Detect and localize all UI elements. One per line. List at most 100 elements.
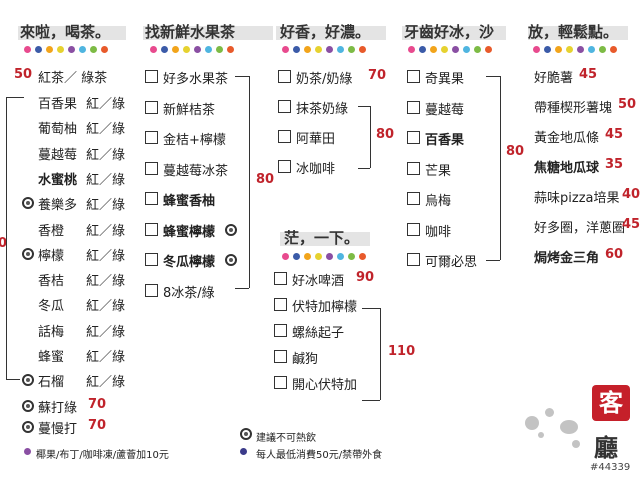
fruit-tea-item: 冬瓜檸檬 xyxy=(163,255,216,270)
color-dot xyxy=(326,253,333,260)
snack-item: 好多圈，洋蔥圈 xyxy=(534,221,626,236)
tea-row-name: 蔓越莓 xyxy=(38,147,78,163)
checkbox[interactable] xyxy=(407,253,420,266)
checkbox[interactable] xyxy=(407,222,420,236)
ring-icon xyxy=(22,400,34,412)
snack-item: 帶種楔形薯塊 xyxy=(534,101,613,116)
snack-item: 焗烤金三角 xyxy=(534,251,600,266)
section-title-alcohol: 茫，一下。 xyxy=(284,229,360,247)
color-dot xyxy=(555,46,562,53)
checkbox[interactable] xyxy=(278,130,291,143)
checkbox[interactable] xyxy=(274,350,287,363)
fruit-tea-item: 8冰茶/綠 xyxy=(163,285,215,301)
snack-price: 45 xyxy=(605,127,624,142)
color-dot xyxy=(150,46,157,53)
checkbox[interactable] xyxy=(407,70,420,83)
snack-item: 蒜味pizza培果 xyxy=(534,191,620,206)
color-dots xyxy=(408,46,492,53)
tea-extra-price: 70 xyxy=(88,397,107,412)
color-dot xyxy=(183,46,190,53)
color-dot xyxy=(326,46,333,53)
tea-row-options: 紅／綠 xyxy=(86,198,126,214)
checkbox[interactable] xyxy=(145,100,158,114)
checkbox[interactable] xyxy=(407,192,420,205)
color-dot xyxy=(101,46,108,53)
tea-row-name: 養樂多 xyxy=(38,198,78,214)
watermark: #44339 xyxy=(590,462,631,473)
tea-row-options: 紅／綠 xyxy=(86,223,126,239)
price-milk-group: 80 xyxy=(376,127,395,142)
price-alcohol-group: 110 xyxy=(388,344,416,359)
color-dot xyxy=(79,46,86,53)
color-dots xyxy=(282,46,366,53)
tea-row-options: 紅／綠 xyxy=(86,350,126,365)
checkbox[interactable] xyxy=(145,283,158,297)
tea-row-name: 百香果 xyxy=(38,97,78,112)
section-title-milk-tea: 好香，好濃。 xyxy=(280,23,371,41)
checkbox[interactable] xyxy=(145,192,158,205)
tea-row-name: 葡萄柚 xyxy=(38,122,78,138)
alcohol-item: 伏特加檸檬 xyxy=(292,300,358,315)
color-dot xyxy=(304,253,311,260)
tea-row-options: 紅／綠 xyxy=(86,274,126,290)
ring-icon xyxy=(240,428,252,440)
checkbox[interactable] xyxy=(145,253,158,266)
checkbox[interactable] xyxy=(145,222,158,236)
color-dot xyxy=(337,46,344,53)
milk-tea-price: 70 xyxy=(368,68,387,83)
color-dot xyxy=(293,253,300,260)
tea-row-options: 紅／綠 xyxy=(86,324,126,340)
checkbox[interactable] xyxy=(274,272,287,285)
color-dot xyxy=(68,46,75,53)
ring-icon xyxy=(225,254,237,266)
checkbox[interactable] xyxy=(274,376,287,389)
color-dot xyxy=(172,46,179,53)
footer-note-no-hot: 建議不可熱飲 xyxy=(256,433,316,444)
checkbox[interactable] xyxy=(145,70,158,83)
checkbox[interactable] xyxy=(278,100,291,113)
checkbox[interactable] xyxy=(407,100,420,114)
price-tea-base: 50 xyxy=(14,67,33,82)
footer-note-min-charge: 每人最低消費50元/禁帶外食 xyxy=(256,450,383,461)
alcohol-item: 開心伏特加 xyxy=(292,378,358,393)
brand-logo-ting: 廳 xyxy=(594,434,618,462)
color-dot xyxy=(599,46,606,53)
tea-row-name: 話梅 xyxy=(38,324,65,340)
color-dot xyxy=(293,46,300,53)
smoothie-item: 百香果 xyxy=(425,133,465,148)
tea-extra-name: 蔓慢打 xyxy=(38,422,78,437)
color-dot xyxy=(348,46,355,53)
snack-item: 焦糖地瓜球 xyxy=(534,161,600,176)
checkbox[interactable] xyxy=(274,298,287,311)
tea-row-name: 石榴 xyxy=(38,375,65,391)
color-dot xyxy=(205,46,212,53)
checkbox[interactable] xyxy=(278,70,291,83)
smoothie-item: 奇異果 xyxy=(425,72,465,87)
color-dot xyxy=(452,46,459,53)
snack-price: 45 xyxy=(622,217,640,232)
tea-row-name: 冬瓜 xyxy=(38,299,65,315)
color-dots xyxy=(533,46,617,53)
snack-price: 45 xyxy=(579,67,598,82)
checkbox[interactable] xyxy=(274,324,287,337)
checkbox[interactable] xyxy=(407,131,420,144)
tea-row-options: 紅／綠 xyxy=(86,97,126,112)
fruit-tea-item: 金桔+檸檬 xyxy=(163,133,226,148)
color-dot xyxy=(359,46,366,53)
fruit-tea-item: 新鮮桔茶 xyxy=(163,102,216,118)
color-dot xyxy=(441,46,448,53)
checkbox[interactable] xyxy=(407,161,420,175)
price-tea-mid: 0 xyxy=(0,236,8,251)
color-dot xyxy=(90,46,97,53)
snack-price: 35 xyxy=(605,157,624,172)
milk-tea-item: 阿華田 xyxy=(296,132,336,147)
color-dot xyxy=(408,46,415,53)
color-dot xyxy=(359,253,366,260)
snack-price: 60 xyxy=(605,247,624,262)
checkbox[interactable] xyxy=(278,160,291,173)
tea-row-options: 紅／綠 xyxy=(86,299,126,315)
color-dot xyxy=(227,46,234,53)
checkbox[interactable] xyxy=(145,161,158,175)
milk-tea-item: 抹茶奶綠 xyxy=(296,102,349,117)
checkbox[interactable] xyxy=(145,131,158,144)
